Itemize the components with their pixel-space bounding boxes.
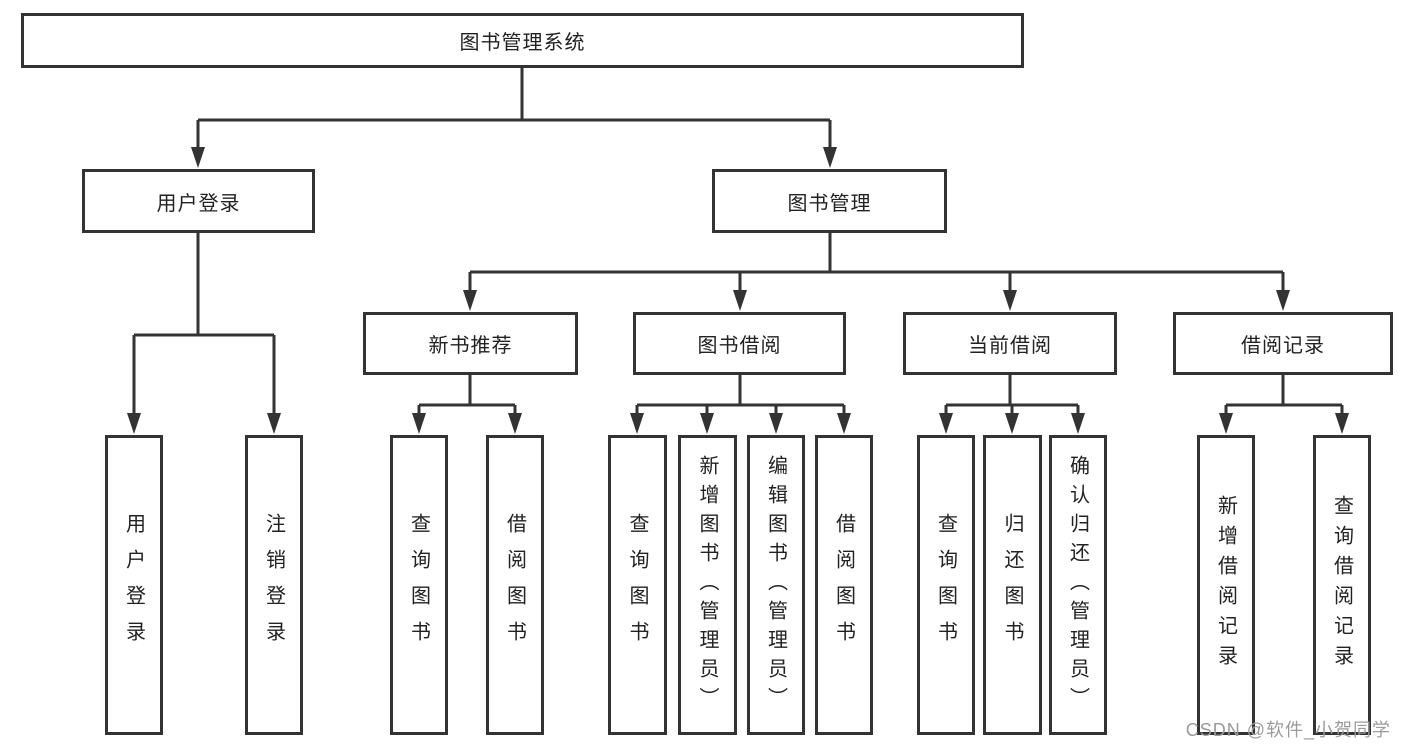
leaf-add-borrow-record: 新增借阅记录 (1197, 435, 1255, 735)
leaf-borrow-books: 借阅图书 (815, 435, 873, 735)
node-user-login-label: 用户登录 (156, 192, 241, 215)
node-borrow-records-label: 借阅记录 (1241, 335, 1325, 357)
leaf-query-books-borrow: 查询图书 (608, 435, 667, 735)
leaf-logout-label: 注销登录 (262, 513, 285, 657)
leaf-confirm-return-admin-label: 确认归还（管理员） (1066, 454, 1089, 716)
node-current-borrow-label: 当前借阅 (968, 335, 1052, 357)
node-book-management-label: 图书管理 (787, 192, 872, 215)
leaf-user-login: 用户登录 (105, 435, 163, 735)
leaf-return-books-label: 归还图书 (1001, 513, 1023, 657)
leaf-borrow-books-recommend: 借阅图书 (486, 435, 544, 735)
leaf-add-borrow-record-label: 新增借阅记录 (1214, 495, 1237, 675)
leaf-borrow-books-recommend-label: 借阅图书 (503, 513, 526, 657)
leaf-user-login-label: 用户登录 (122, 513, 145, 657)
leaf-add-books-admin: 新增图书（管理员） (678, 435, 737, 735)
arrowhead-group (127, 147, 1349, 434)
leaf-return-books: 归还图书 (983, 435, 1042, 735)
leaf-query-books-recommend: 查询图书 (390, 435, 448, 735)
leaf-query-books-current: 查询图书 (917, 435, 975, 735)
node-new-book-recommend-label: 新书推荐 (428, 335, 513, 357)
leaf-query-books-current-label: 查询图书 (934, 513, 957, 657)
leaf-confirm-return-admin: 确认归还（管理员） (1049, 435, 1107, 735)
leaf-query-borrow-record-label: 查询借阅记录 (1330, 495, 1353, 675)
node-borrow-records: 借阅记录 (1173, 312, 1393, 375)
node-root: 图书管理系统 (21, 13, 1024, 68)
node-current-borrow: 当前借阅 (903, 312, 1117, 375)
leaf-add-books-admin-label: 新增图书（管理员） (696, 454, 718, 716)
node-book-management: 图书管理 (712, 169, 947, 233)
node-book-borrow-label: 图书借阅 (697, 335, 782, 357)
leaf-query-borrow-record: 查询借阅记录 (1313, 435, 1371, 735)
node-user-login: 用户登录 (82, 169, 315, 233)
leaf-logout: 注销登录 (245, 435, 303, 735)
node-root-label: 图书管理系统 (459, 32, 586, 54)
watermark: CSDN @软件_小贺同学 (1185, 720, 1391, 740)
node-book-borrow: 图书借阅 (633, 312, 846, 375)
node-new-book-recommend: 新书推荐 (363, 312, 578, 375)
leaf-query-books-borrow-label: 查询图书 (626, 513, 648, 657)
leaf-query-books-recommend-label: 查询图书 (407, 513, 430, 657)
leaf-edit-books-admin-label: 编辑图书（管理员） (764, 454, 787, 716)
leaf-borrow-books-label: 借阅图书 (832, 513, 855, 657)
leaf-edit-books-admin: 编辑图书（管理员） (747, 435, 805, 735)
